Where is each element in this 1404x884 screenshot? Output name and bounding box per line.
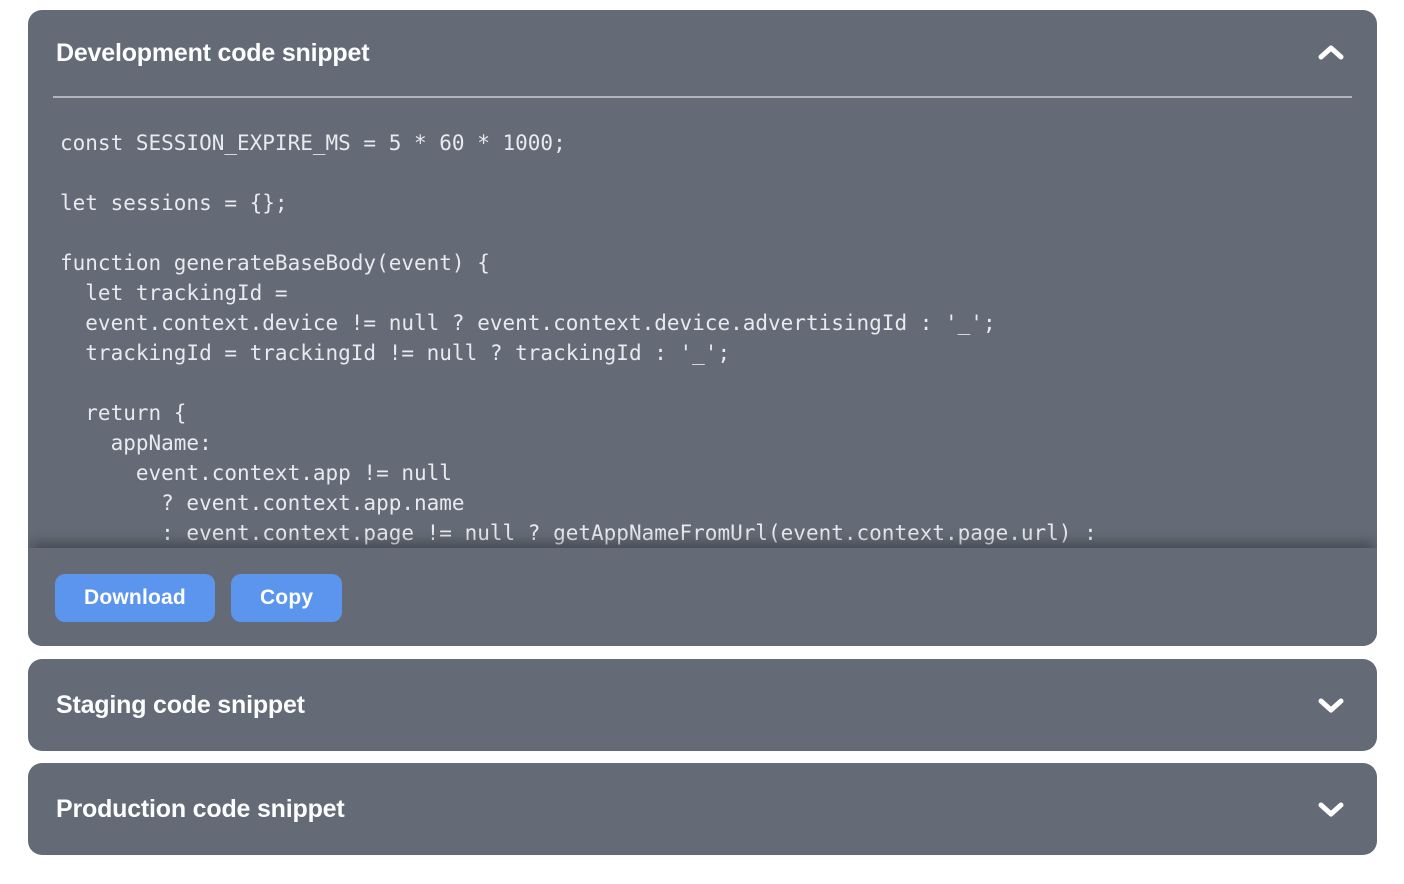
download-button[interactable]: Download xyxy=(55,574,215,622)
code-block[interactable]: const SESSION_EXPIRE_MS = 5 * 60 * 1000;… xyxy=(60,131,1097,545)
chevron-down-icon[interactable] xyxy=(1313,796,1349,822)
development-snippet-header[interactable]: Development code snippet xyxy=(28,36,1377,70)
production-snippet-title: Production code snippet xyxy=(56,795,345,823)
development-snippet-title: Development code snippet xyxy=(56,39,370,67)
snippet-actions-footer: Download Copy xyxy=(28,548,1377,646)
chevron-down-icon[interactable] xyxy=(1313,692,1349,718)
header-divider xyxy=(53,96,1352,98)
staging-snippet-header[interactable]: Staging code snippet xyxy=(28,659,1377,751)
copy-button[interactable]: Copy xyxy=(230,574,343,622)
staging-snippet-title: Staging code snippet xyxy=(56,691,305,719)
production-snippet-header[interactable]: Production code snippet xyxy=(28,763,1377,855)
chevron-up-icon[interactable] xyxy=(1313,40,1349,66)
development-snippet-panel: Development code snippet const SESSION_E… xyxy=(28,10,1377,646)
